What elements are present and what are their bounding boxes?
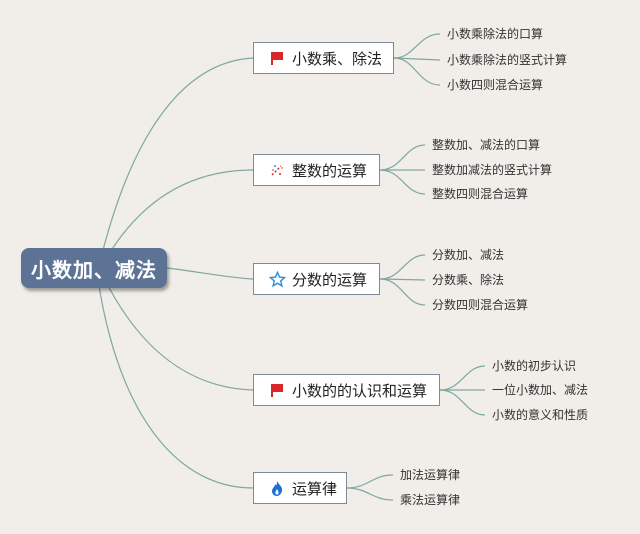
leaf-item: 小数的初步认识 — [492, 359, 577, 373]
leaf-item: 加法运算律 — [400, 468, 461, 482]
leaf-item: 乘法运算律 — [400, 493, 461, 507]
leaf-item: 分数加、减法 — [432, 248, 505, 262]
root-node[interactable]: 小数加、减法 — [21, 248, 167, 288]
flame-icon — [268, 479, 286, 497]
star-outline-icon — [268, 270, 286, 288]
leaf-item: 分数乘、除法 — [432, 273, 505, 287]
leaf-item: 小数的意义和性质 — [492, 408, 589, 422]
branch-node-2[interactable]: 整数的运算 — [253, 154, 380, 186]
leaf-item: 一位小数加、减法 — [492, 383, 589, 397]
leaf-item: 小数乘除法的竖式计算 — [447, 53, 568, 67]
root-label: 小数加、减法 — [31, 257, 157, 282]
branch-node-1[interactable]: 小数乘、除法 — [253, 42, 394, 74]
branch-node-3[interactable]: 分数的运算 — [253, 263, 380, 295]
leaf-item: 整数加减法的竖式计算 — [432, 163, 553, 177]
branch-node-4[interactable]: 小数的的认识和运算 — [253, 374, 440, 406]
branch-node-5[interactable]: 运算律 — [253, 472, 347, 504]
branch-label: 分数的运算 — [292, 270, 368, 289]
red-flag-icon — [268, 381, 286, 399]
branch-label: 小数的的认识和运算 — [292, 381, 428, 400]
leaf-item: 分数四则混合运算 — [432, 298, 529, 312]
branch-label: 整数的运算 — [292, 161, 368, 180]
branch-label: 运算律 — [292, 479, 338, 498]
leaf-item: 小数乘除法的口算 — [447, 27, 544, 41]
leaf-item: 整数四则混合运算 — [432, 187, 529, 201]
leaf-item: 小数四则混合运算 — [447, 78, 544, 92]
red-flag-icon — [268, 49, 286, 67]
party-popper-icon — [268, 161, 286, 179]
branch-label: 小数乘、除法 — [292, 49, 383, 68]
leaf-item: 整数加、减法的口算 — [432, 138, 541, 152]
